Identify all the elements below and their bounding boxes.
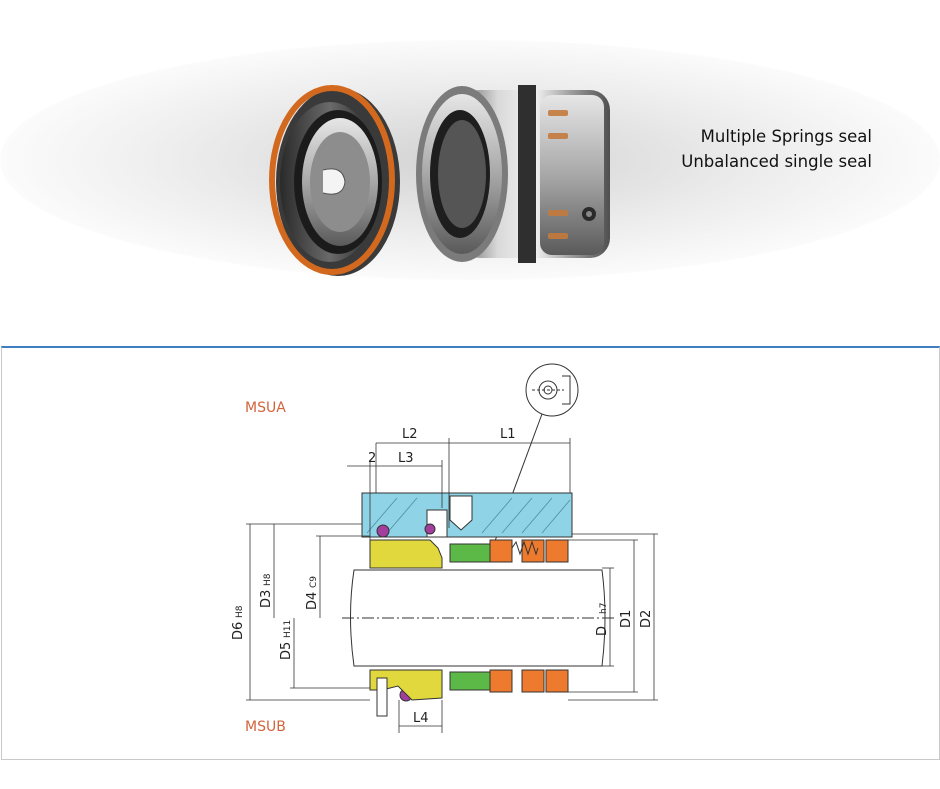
dim-D5: D5 bbox=[279, 642, 294, 660]
seal-product-image bbox=[0, 40, 940, 280]
dim-D3: D3 bbox=[259, 590, 274, 608]
dim-D2: D2 bbox=[639, 610, 654, 628]
dim-L1: L1 bbox=[500, 427, 516, 442]
seat-top bbox=[369, 539, 443, 569]
dim-D4: D4 bbox=[305, 592, 320, 610]
spring-holder-top bbox=[489, 539, 569, 563]
variant-label-top: MSUA bbox=[245, 400, 286, 416]
dim-L2: L2 bbox=[402, 427, 418, 442]
spring-holder-bottom bbox=[489, 669, 569, 693]
technical-drawing-panel: MSUA MSUB bbox=[1, 346, 940, 760]
seat-bottom bbox=[369, 669, 443, 701]
face-ring-bottom bbox=[449, 671, 491, 691]
rotating-unit-icon bbox=[416, 85, 610, 263]
dim-L4: L4 bbox=[413, 711, 429, 726]
caption-line-springs: Multiple Springs seal bbox=[700, 127, 872, 146]
stationary-seat-icon bbox=[269, 85, 400, 276]
oring-top-left bbox=[376, 524, 390, 538]
product-caption: Multiple Springs seal Unbalanced single … bbox=[681, 124, 872, 174]
detail-view-icon bbox=[494, 363, 579, 542]
dim-2: 2 bbox=[368, 451, 376, 466]
dim-L3: L3 bbox=[398, 451, 414, 466]
gland-plate bbox=[361, 492, 573, 538]
shaft bbox=[342, 569, 614, 667]
dim-D-tolerance: h7 bbox=[599, 603, 609, 614]
face-ring-top bbox=[449, 543, 491, 563]
oring-top-right bbox=[424, 523, 436, 535]
dim-D6-tolerance: H8 bbox=[235, 605, 245, 618]
caption-line-unbalanced: Unbalanced single seal bbox=[681, 152, 872, 171]
anti-rotation-pin bbox=[376, 677, 388, 717]
dim-D6: D6 bbox=[231, 622, 246, 640]
dim-D4-tolerance: C9 bbox=[309, 576, 319, 588]
dim-D5-tolerance: H11 bbox=[283, 620, 293, 638]
dim-D: D bbox=[595, 626, 610, 636]
dim-D1: D1 bbox=[619, 610, 634, 628]
dim-D3-tolerance: H8 bbox=[263, 573, 273, 586]
variant-label-bottom: MSUB bbox=[245, 719, 286, 735]
product-photo-area: Multiple Springs seal Unbalanced single … bbox=[0, 0, 940, 335]
seal-section-drawing: MSUA MSUB bbox=[231, 363, 658, 735]
